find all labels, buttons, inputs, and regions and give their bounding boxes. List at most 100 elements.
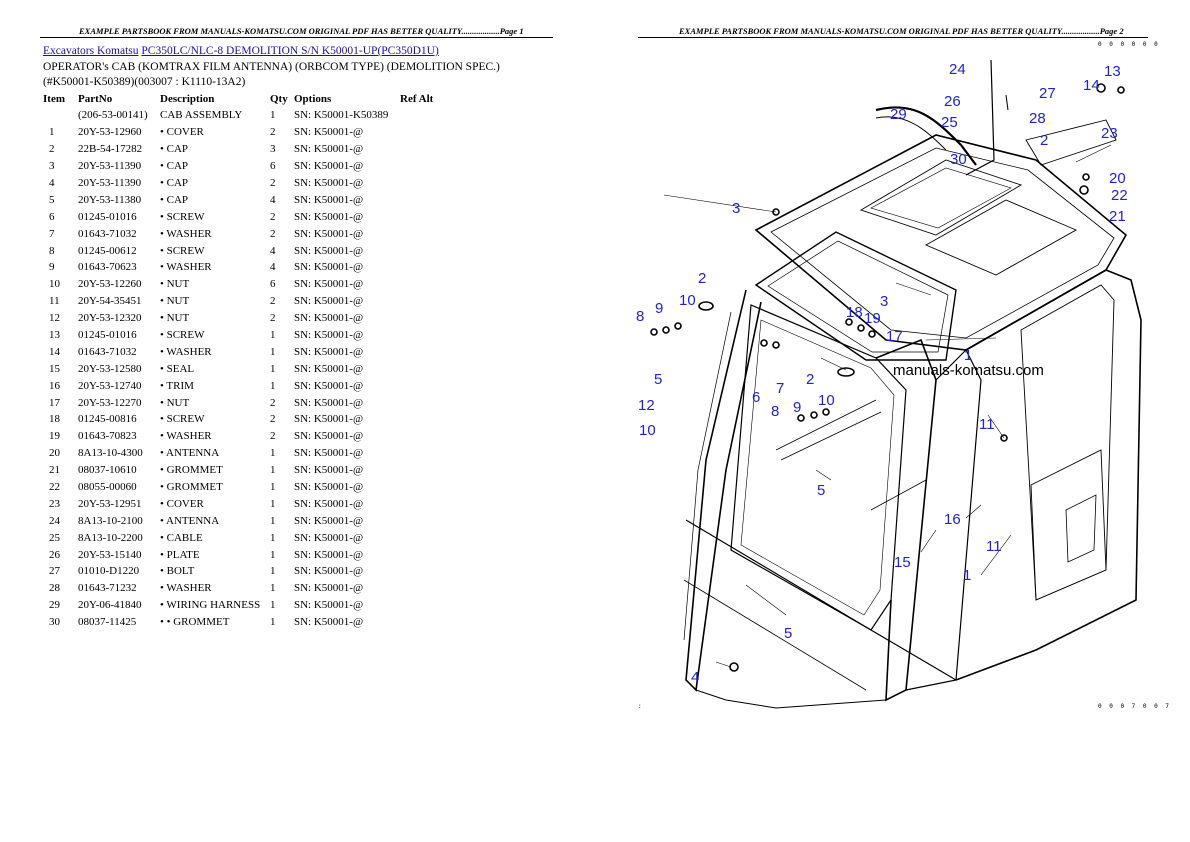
callout-16: 16 (944, 511, 961, 528)
cell-options: SN: K50001-@ (294, 278, 364, 291)
parts-table-header: Item PartNo Description Qty Options Ref … (43, 90, 460, 107)
cell-partno: 01643-71232 (78, 582, 137, 595)
cell-partno: 01643-71032 (78, 345, 137, 358)
cell-ref-alt (400, 124, 460, 141)
cell-ref-alt (400, 411, 460, 428)
cell-ref-alt (400, 242, 460, 259)
callout-17: 17 (886, 328, 903, 345)
cell-ref-alt (400, 546, 460, 563)
cell-description: • • GROMMET (160, 616, 230, 629)
cell-ref-alt (400, 327, 460, 344)
cell-partno: 20Y-53-12951 (78, 497, 142, 510)
cell-item: 4 (49, 177, 55, 189)
cell-qty: 1 (270, 599, 276, 612)
cell-item: 1 (49, 126, 55, 139)
cell-item: 21 (49, 464, 60, 477)
cell-ref-alt (400, 293, 460, 310)
cell-description: • WASHER (160, 430, 212, 443)
cell-partno: 20Y-53-12270 (78, 396, 142, 409)
cell-ref-alt (400, 563, 460, 580)
col-header-qty: Qty (270, 92, 288, 105)
cell-options: SN: K50001-@ (294, 210, 364, 223)
cell-options: SN: K50001-@ (294, 295, 364, 308)
cell-options: SN: K50001-@ (294, 244, 364, 257)
cell-description: • SCREW (160, 210, 205, 223)
page-title-line1: OPERATOR's CAB (KOMTRAX FILM ANTENNA) (O… (43, 61, 500, 73)
cell-options: SN: K50001-@ (294, 312, 364, 325)
cell-qty: 2 (270, 413, 276, 426)
cell-description: • NUT (160, 312, 190, 325)
cell-ref-alt (400, 276, 460, 293)
cell-options: SN: K50001-@ (294, 616, 364, 629)
cell-options: SN: K50001-@ (294, 497, 364, 510)
cell-qty: 4 (270, 193, 276, 206)
callout-14: 14 (1083, 77, 1100, 94)
page1-header-rule (40, 37, 553, 38)
cell-description: • WASHER (160, 345, 212, 358)
breadcrumb-link-model[interactable]: PC350LC/NLC-8 DEMOLITION S/N K50001-UP(P… (141, 45, 439, 57)
cell-item: 29 (49, 599, 60, 612)
cell-partno: 8A13-10-2200 (78, 531, 143, 544)
page2-header-rule (638, 37, 1148, 38)
cell-options: SN: K50001-@ (294, 464, 364, 477)
cell-qty: 1 (270, 514, 276, 527)
cell-qty: 2 (270, 177, 276, 189)
cell-options: SN: K50001-@ (294, 565, 364, 578)
callout-8: 8 (771, 403, 779, 420)
table-row: 16 20Y-53-12740 • TRIM 1 SN: K50001-@ (43, 377, 460, 394)
cell-item: 12 (49, 312, 60, 325)
cell-ref-alt (400, 479, 460, 496)
cell-ref-alt (400, 158, 460, 175)
cell-qty: 1 (270, 379, 276, 392)
cell-description: • TRIM (160, 379, 194, 392)
cell-ref-alt (400, 462, 460, 479)
cell-partno: 08037-10610 (78, 464, 137, 477)
cab-frame-drawing (650, 59, 1142, 709)
cell-qty: 2 (270, 430, 276, 443)
callout-5: 5 (817, 482, 825, 499)
drawing-code-bottom: 0 0 0 7 0 0 7 (1098, 703, 1171, 710)
cell-ref-alt (400, 107, 460, 124)
cell-qty: 1 (270, 447, 276, 460)
cell-qty: 1 (270, 345, 276, 358)
cell-qty: 4 (270, 244, 276, 257)
cell-ref-alt (400, 141, 460, 158)
cell-description: • ANTENNA (160, 514, 220, 527)
cell-partno: 01245-00612 (78, 244, 137, 257)
cell-description: • CAP (160, 177, 188, 189)
breadcrumb-link-category[interactable]: Excavators Komatsu (43, 45, 139, 57)
callout-24: 24 (949, 61, 966, 78)
cell-options: SN: K50001-@ (294, 177, 364, 189)
callout-10: 10 (818, 392, 835, 409)
callout-20: 20 (1109, 170, 1126, 187)
cell-qty: 2 (270, 227, 276, 240)
cell-item: 30 (49, 616, 60, 629)
cell-options: SN: K50001-@ (294, 379, 364, 392)
cell-options: SN: K50001-@ (294, 514, 364, 527)
page2-header: EXAMPLE PARTSBOOK FROM MANUALS-KOMATSU.C… (679, 26, 1124, 36)
cell-description: • WASHER (160, 582, 212, 595)
cell-description: • SCREW (160, 413, 205, 426)
cell-item: 16 (49, 379, 60, 392)
cell-options: SN: K50001-@ (294, 193, 364, 206)
cell-partno: 20Y-53-12740 (78, 379, 142, 392)
callout-13: 13 (1104, 63, 1121, 80)
drawing-mark-left: : (638, 703, 644, 710)
cell-qty: 2 (270, 312, 276, 325)
cell-item: 11 (49, 295, 60, 308)
cell-description: • SEAL (160, 362, 195, 375)
cell-description: • GROMMET (160, 481, 223, 494)
